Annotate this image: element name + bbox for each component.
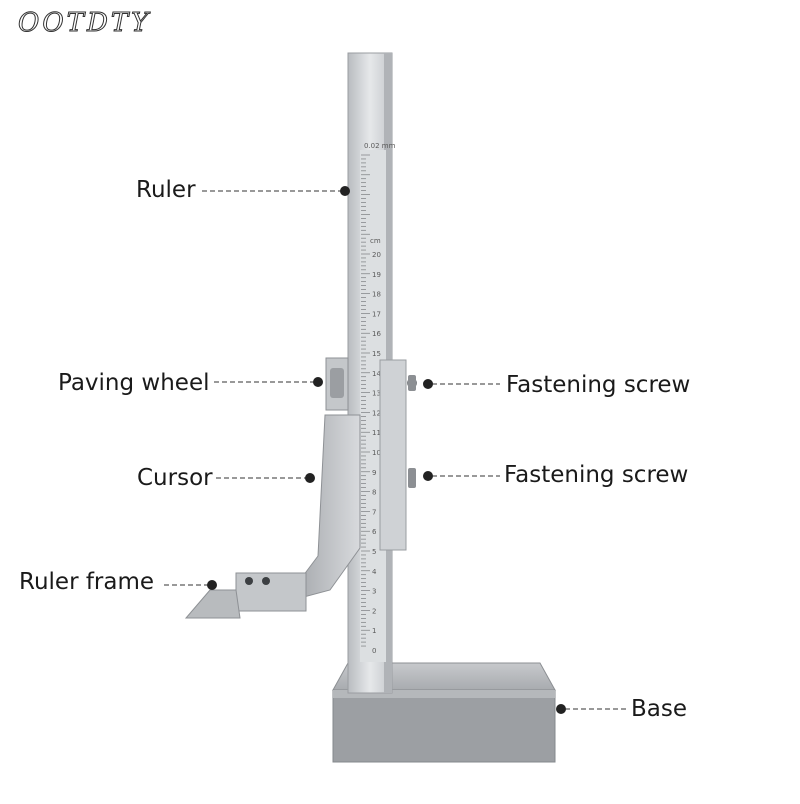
scale-cm-label: cm (370, 237, 381, 245)
scale-number: 7 (372, 508, 376, 516)
scale-unit-label: 0.02 mm (364, 142, 396, 150)
label-base: Base (631, 696, 688, 722)
scale-number: 3 (372, 588, 376, 596)
label-ruler: Ruler (136, 177, 196, 203)
scale-number: 14 (372, 370, 381, 378)
scale-number: 17 (372, 310, 381, 318)
scale-number: 16 (372, 330, 381, 338)
scale-number: 2 (372, 607, 376, 615)
scale-number: 1 (372, 627, 376, 635)
leader-dots (207, 186, 566, 714)
scale-number: 15 (372, 350, 381, 358)
scale-number: 12 (372, 409, 381, 417)
label-fastening-screw-top: Fastening screw (506, 372, 691, 398)
screw-head-bottom (408, 468, 416, 488)
label-cursor: Cursor (137, 465, 213, 491)
scale-number: 18 (372, 291, 381, 299)
scale-number: 0 (372, 647, 376, 655)
label-fastening-screw-bottom: Fastening screw (504, 462, 689, 488)
scale-ticks (361, 154, 370, 647)
paving-wheel-part (330, 368, 344, 398)
ruler-scale: 0.02 mm cm 20191817161514131211109876543… (361, 142, 396, 655)
scale-number: 11 (372, 429, 381, 437)
scale-number: 5 (372, 548, 376, 556)
ruler-frame-part (184, 572, 307, 619)
brand-logo: OOTDTY (17, 8, 152, 39)
scale-number: 13 (372, 390, 381, 398)
label-ruler-frame: Ruler frame (19, 569, 155, 595)
scale-number: 9 (372, 469, 376, 477)
cursor-assembly (299, 357, 417, 599)
scale-number: 6 (372, 528, 377, 536)
leader-lines (164, 190, 628, 710)
scale-number: 8 (372, 489, 376, 497)
label-paving-wheel: Paving wheel (58, 370, 210, 396)
scale-number: 19 (372, 271, 381, 279)
scale-number: 10 (372, 449, 381, 457)
scale-number: 4 (372, 568, 377, 576)
scale-number: 20 (372, 251, 381, 259)
